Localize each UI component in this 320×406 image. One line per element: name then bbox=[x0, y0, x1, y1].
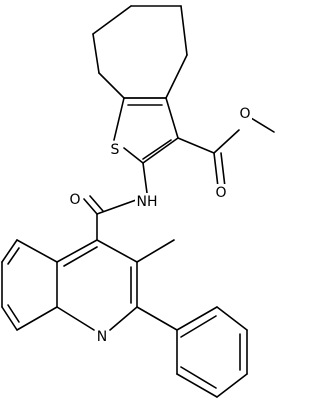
amide-oxygen-label: O bbox=[69, 192, 80, 208]
bond bbox=[83, 198, 98, 215]
bond bbox=[16, 306, 58, 331]
methyl-ester-group bbox=[177, 117, 275, 188]
bond bbox=[180, 366, 217, 389]
amide-linkage bbox=[83, 162, 148, 241]
bond bbox=[213, 152, 219, 188]
bond bbox=[96, 239, 138, 263]
bond bbox=[63, 246, 98, 267]
bond bbox=[109, 306, 138, 331]
bond bbox=[220, 152, 226, 188]
bond bbox=[142, 139, 172, 160]
sulfur-atom-label: S bbox=[111, 142, 120, 158]
methyl-substituent bbox=[136, 239, 175, 263]
bond bbox=[180, 5, 188, 56]
phenyl-ring bbox=[136, 306, 248, 398]
bond bbox=[180, 315, 217, 338]
bond bbox=[7, 247, 20, 265]
atom-labels: S O O NH O N bbox=[68, 105, 252, 346]
bond bbox=[56, 306, 95, 331]
bond bbox=[123, 147, 144, 164]
ester-ether-oxygen-label: O bbox=[239, 106, 250, 122]
amide-nitrogen-label: NH bbox=[137, 194, 158, 210]
bond bbox=[96, 199, 137, 215]
cyclooctane-ring bbox=[92, 5, 188, 99]
bond bbox=[142, 137, 179, 164]
bond bbox=[177, 137, 215, 154]
bond bbox=[250, 117, 275, 133]
bond bbox=[113, 97, 125, 141]
bond bbox=[1, 239, 18, 263]
ester-carbonyl-oxygen-label: O bbox=[215, 185, 226, 201]
bond bbox=[89, 195, 104, 212]
bond bbox=[16, 239, 58, 263]
bond bbox=[92, 5, 132, 35]
chemical-structure: S O O NH O N bbox=[1, 5, 275, 398]
bond bbox=[98, 72, 125, 99]
bond bbox=[165, 97, 179, 139]
bond bbox=[56, 239, 98, 263]
bond bbox=[142, 162, 148, 194]
bond bbox=[213, 129, 240, 154]
bond bbox=[216, 306, 248, 331]
bond bbox=[136, 239, 175, 263]
bond bbox=[165, 54, 188, 99]
quinoline-benzo-ring bbox=[1, 239, 58, 331]
bond bbox=[176, 373, 218, 398]
bond bbox=[216, 373, 248, 398]
quinoline-pyridine-ring bbox=[56, 239, 138, 331]
bond bbox=[1, 306, 18, 331]
quinoline-nitrogen-label: N bbox=[97, 329, 107, 345]
bond bbox=[136, 306, 178, 331]
bond bbox=[7, 304, 20, 323]
thiophene-ring bbox=[113, 97, 179, 164]
bond bbox=[92, 33, 100, 74]
bond bbox=[176, 306, 218, 331]
